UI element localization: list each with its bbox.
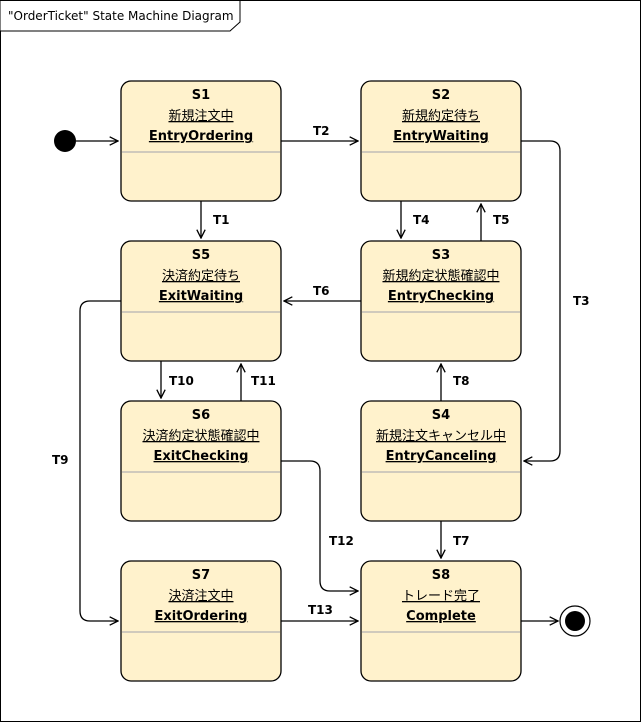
state-id: S1 (192, 88, 210, 103)
frame-title: "OrderTicket" State Machine Diagram (8, 9, 234, 23)
state-name-jp: 新規注文キャンセル中 (376, 428, 506, 444)
state-s1: S1 新規注文中 EntryOrdering (120, 80, 282, 202)
states-layer: S1 新規注文中 EntryOrdering S2 新規約定待ち EntryWaiting… (120, 80, 522, 682)
label-t13: T13 (308, 603, 333, 617)
state-name-en: Complete (406, 609, 476, 624)
state-id: S2 (432, 88, 450, 103)
initial-state (54, 130, 76, 152)
label-t3: T3 (573, 294, 590, 308)
label-t6: T6 (313, 284, 330, 298)
label-t9: T9 (52, 453, 69, 467)
state-name-jp: 新規約定待ち (402, 108, 480, 124)
state-name-en: EntryCanceling (386, 449, 497, 464)
state-id: S5 (192, 248, 210, 263)
state-name-jp: トレード完了 (402, 589, 480, 604)
label-t4: T4 (413, 213, 430, 227)
state-s8: S8 トレード完了 Complete (360, 560, 522, 682)
state-id: S7 (192, 568, 210, 583)
label-t12: T12 (329, 534, 354, 548)
label-t11: T11 (251, 374, 276, 388)
state-s5: S5 決済約定待ち ExitWaiting (120, 240, 282, 362)
label-t5: T5 (493, 213, 510, 227)
state-name-en: ExitChecking (154, 449, 249, 464)
state-id: S3 (432, 248, 450, 263)
frame-title-tab (0, 0, 241, 32)
state-s4: S4 新規注文キャンセル中 EntryCanceling (360, 400, 522, 522)
label-t10: T10 (169, 374, 194, 388)
state-name-jp: 新規注文中 (168, 108, 233, 124)
state-s7: S7 決済注文中 ExitOrdering (120, 560, 282, 682)
final-state-inner (565, 611, 585, 631)
state-name-jp: 決済注文中 (168, 588, 233, 604)
state-id: S4 (432, 408, 450, 423)
state-name-en: ExitOrdering (155, 609, 248, 624)
state-name-en: ExitWaiting (159, 289, 243, 304)
state-name-jp: 決済約定状態確認中 (142, 428, 259, 444)
edge-t9 (79, 300, 121, 621)
state-id: S8 (432, 568, 450, 583)
edge-t3 (521, 140, 561, 461)
state-s2: S2 新規約定待ち EntryWaiting (360, 80, 522, 202)
label-t2: T2 (313, 124, 330, 138)
state-id: S6 (192, 408, 210, 423)
state-name-en: EntryOrdering (149, 129, 253, 144)
state-name-jp: 新規約定状態確認中 (382, 268, 499, 284)
state-name-en: EntryChecking (388, 289, 494, 304)
label-t7: T7 (453, 534, 470, 548)
state-name-en: EntryWaiting (393, 129, 489, 144)
state-name-jp: 決済約定待ち (162, 268, 240, 284)
label-t1: T1 (213, 213, 230, 227)
edge-t12 (281, 460, 358, 591)
state-s6: S6 決済約定状態確認中 ExitChecking (120, 400, 282, 522)
state-s3: S3 新規約定状態確認中 EntryChecking (360, 240, 522, 362)
label-t8: T8 (453, 374, 470, 388)
